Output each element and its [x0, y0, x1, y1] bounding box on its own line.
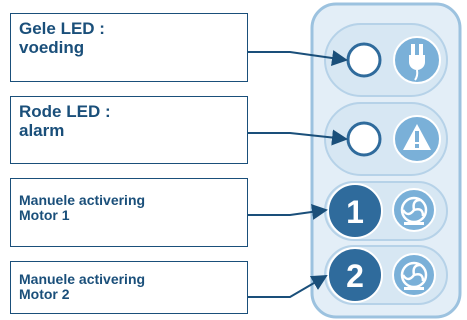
- motor-2-number: 2: [346, 258, 364, 294]
- fan-icon: [392, 188, 436, 232]
- label-motor-2-desc: Motor 2: [19, 286, 70, 303]
- arrow-motor-2: [248, 274, 328, 298]
- motor-2-button[interactable]: 2: [327, 247, 383, 303]
- fan-icon: [392, 253, 436, 297]
- label-motor-2: Manuele activering Motor 2: [10, 261, 248, 314]
- arrow-rode-led: [248, 129, 348, 146]
- warning-triangle-icon: [393, 115, 441, 163]
- label-motor-1: Manuele activering Motor 1: [10, 178, 248, 247]
- label-gele-led-desc: voeding: [19, 37, 85, 57]
- label-gele-led: Gele LED : voeding: [10, 13, 248, 82]
- red-led-indicator: [346, 121, 382, 157]
- label-gele-led-title: Gele LED :: [19, 19, 105, 38]
- arrow-motor-1: [248, 204, 328, 220]
- motor-1-button[interactable]: 1: [327, 183, 383, 239]
- arrow-gele-led: [248, 50, 348, 66]
- motor-1-number: 1: [346, 194, 364, 230]
- label-rode-led: Rode LED : alarm: [10, 96, 248, 164]
- label-motor-2-title: Manuele activering: [19, 271, 146, 287]
- label-motor-1-desc: Motor 1: [19, 207, 70, 224]
- label-motor-1-title: Manuele activering: [19, 192, 146, 208]
- power-plug-icon: [393, 36, 441, 84]
- label-rode-led-title: Rode LED :: [19, 102, 111, 121]
- yellow-led-indicator: [346, 42, 382, 78]
- label-rode-led-desc: alarm: [19, 120, 65, 140]
